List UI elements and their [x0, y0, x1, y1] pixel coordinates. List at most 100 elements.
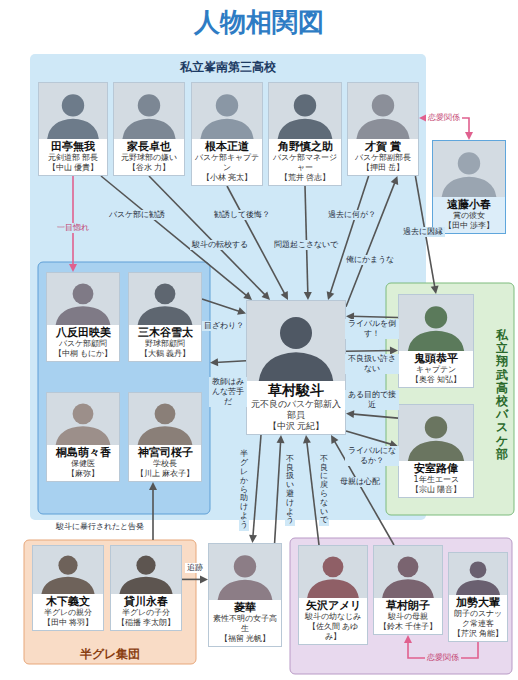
- region-fill: [24, 540, 196, 664]
- edge-label: 駿斗の転校する: [190, 240, 250, 250]
- edge-label: 勧誘して後悔？: [212, 210, 272, 220]
- person-card: 桐島萌々香保健医【麻弥】: [46, 392, 120, 482]
- person-card: 鬼頭恭平キャプテン【奥谷 知弘】: [398, 294, 474, 388]
- photo-head: [62, 94, 84, 116]
- group-heading: 半グレ集団: [24, 647, 196, 661]
- photo-ground: [399, 295, 473, 351]
- edge-label: 恋愛関係: [425, 653, 461, 663]
- arrowhead: [243, 292, 252, 300]
- portrait-photo: [209, 544, 281, 600]
- portrait-photo: [247, 301, 345, 381]
- role-text: バスケ部副部長: [348, 153, 418, 163]
- connector-line: [346, 431, 393, 445]
- photo-body: [138, 426, 193, 445]
- actor-name: 【佐久間 あゆみ】: [299, 622, 367, 642]
- edge-label: 母親は心配: [338, 477, 382, 487]
- person-name: 鬼頭恭平: [399, 352, 473, 365]
- photo-ground: [449, 553, 507, 595]
- portrait-photo: [269, 83, 341, 139]
- connector: [210, 358, 246, 366]
- arrowhead: [404, 635, 412, 643]
- role-text: バスケ部キャプテン: [192, 153, 262, 173]
- arrowhead: [327, 291, 335, 300]
- arrowhead: [149, 482, 157, 490]
- connector: [249, 435, 261, 543]
- person-card: 角野慎之助バスケ部マネージャー【荒井 啓志】: [268, 82, 342, 186]
- arrowhead: [200, 575, 208, 583]
- photo-head: [398, 556, 419, 577]
- photo-body: [408, 441, 464, 461]
- photo-body: [47, 119, 99, 139]
- photo-body: [356, 119, 409, 139]
- person-name: 草村朗子: [374, 599, 442, 612]
- actor-name: 【宗山 陽音】: [399, 485, 473, 495]
- person-name: 角野慎之助: [269, 140, 341, 153]
- photo-ground: [47, 393, 119, 445]
- actor-name: 【押田 岳】: [348, 163, 418, 173]
- photo-body: [456, 580, 500, 595]
- group-region: 半グレ集団木下義文半グレの親分【田中 将羽】貸川永春半グレの子分【稲播 李太朗】: [24, 540, 196, 664]
- person-card: 根本正道バスケ部キャプテン【小林 亮太】: [191, 82, 263, 186]
- arrowhead: [391, 176, 398, 185]
- person-name: 加勢大輩: [449, 596, 507, 609]
- arrowhead: [277, 435, 285, 443]
- connector: [202, 299, 246, 315]
- connector: [303, 435, 319, 545]
- edge-label: 不良扱い許さない: [345, 354, 399, 374]
- actor-name: 【芹沢 角能】: [449, 629, 507, 639]
- connector-line: [351, 316, 398, 317]
- person-name: 遠藤小春: [433, 198, 505, 211]
- role-text: 野球部顧問: [129, 339, 201, 349]
- connector-line: [346, 350, 393, 352]
- role-text: 元剣道部 部長: [39, 153, 107, 163]
- person-card: 貸川永春半グレの子分【稲播 李太朗】: [110, 545, 182, 631]
- connector-line: [182, 579, 203, 581]
- photo-head: [216, 94, 238, 116]
- portrait-photo: [192, 83, 262, 139]
- photo-head: [138, 94, 160, 116]
- person-name: 安室路偉: [399, 462, 473, 475]
- edge-label: 不良扱い避けよう: [285, 454, 295, 526]
- photo-body: [122, 119, 175, 139]
- edge-label: 教師はみんな苦手だ: [209, 377, 247, 407]
- person-name: 八反田映美: [47, 326, 119, 339]
- edge-label: 目ざわり？: [202, 321, 246, 331]
- photo-body: [307, 579, 359, 598]
- role-text: 保健医: [47, 459, 119, 469]
- photo-ground: [269, 83, 341, 139]
- photo-ground: [192, 83, 262, 139]
- role-text: 学校長: [129, 459, 201, 469]
- photo-body: [259, 352, 333, 381]
- person-card: 安室路偉1年生エース【宗山 陽音】: [398, 404, 474, 498]
- portrait-photo: [47, 393, 119, 445]
- person-card: 加勢大輩朗子のスナック常連客【芹沢 角能】: [448, 552, 508, 642]
- connector-line: [351, 414, 398, 418]
- photo-head: [73, 403, 94, 424]
- photo-ground: [348, 83, 418, 139]
- connector: [275, 435, 285, 543]
- arrowhead: [237, 307, 246, 315]
- connector: [327, 176, 369, 300]
- actor-name: 【福留 光帆】: [209, 634, 281, 644]
- photo-body: [382, 579, 434, 598]
- role-text: バスケ部顧問: [47, 339, 119, 349]
- arrowhead: [346, 410, 354, 418]
- role-text: 朗子のスナック常連客: [449, 609, 507, 629]
- connector-line: [275, 440, 281, 543]
- photo-ground: [247, 301, 345, 381]
- person-card: 遠藤小春賞の彼女【田中 渉李】: [432, 140, 506, 234]
- actor-name: 【奥谷 知弘】: [399, 375, 473, 385]
- photo-body: [408, 331, 464, 351]
- role-text: 1年生エース: [399, 475, 473, 485]
- person-card: 草村駿斗元不良のバスケ部新入部員【中沢 元紀】: [246, 300, 346, 435]
- person-card: 三木谷雪太野球部顧問【大鶴 義丹】: [128, 272, 202, 362]
- portrait-photo: [299, 546, 367, 598]
- arrowhead: [69, 264, 77, 272]
- person-name: 三木谷雪太: [129, 326, 201, 339]
- edge-label: 駿斗に暴行されたと告発: [54, 522, 146, 532]
- photo-ground: [47, 273, 119, 325]
- arrowhead: [303, 435, 311, 443]
- role-text: 素性不明の女子高生: [209, 614, 281, 634]
- connector: [419, 114, 473, 140]
- person-card: 草村朗子駿斗の母親【鈴木 千佳子】: [373, 545, 443, 635]
